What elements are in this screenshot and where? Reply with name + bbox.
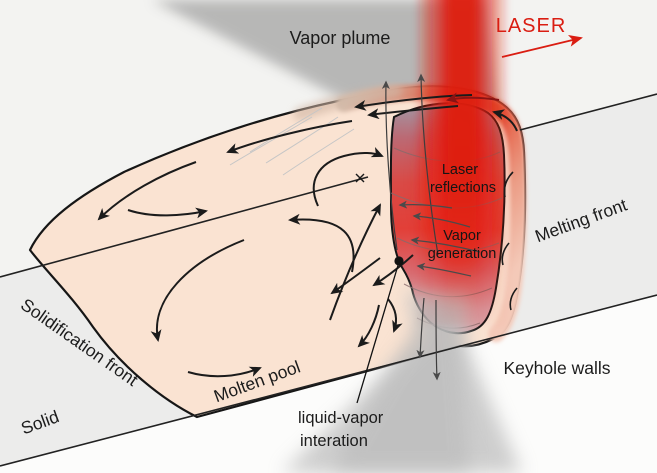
vapor-arrow xyxy=(381,80,398,251)
vortex-marker xyxy=(355,173,365,183)
label-vapor-generation-line1: Vapor xyxy=(443,228,481,244)
vapor-arrow xyxy=(417,73,439,256)
flow-arrow xyxy=(127,207,208,219)
label-laser: LASER xyxy=(496,15,567,37)
callout-line xyxy=(356,261,400,404)
interaction-dot xyxy=(394,256,404,266)
label-vapor-plume: Vapor plume xyxy=(290,28,391,48)
flow-arrow xyxy=(372,254,414,287)
vapor-generation-arrow xyxy=(412,212,471,228)
vapor-plume-bottom-core xyxy=(330,300,470,473)
label-laser-reflections-line2: reflections xyxy=(430,180,496,196)
flow-arrow xyxy=(387,298,403,333)
rim-tick xyxy=(503,171,514,198)
rim-flow-arrow xyxy=(367,105,459,120)
label-keyhole-walls: Keyhole walls xyxy=(504,358,611,378)
label-vapor-generation-line2: generation xyxy=(428,246,497,262)
vapor-arrow xyxy=(432,299,441,381)
vapor-generation-arrows xyxy=(398,200,481,277)
surface-line-left xyxy=(0,176,369,278)
pool-streamlines xyxy=(229,107,355,176)
flow-arrow xyxy=(330,257,381,295)
pool-streamline xyxy=(249,107,323,153)
vapor-arrows xyxy=(381,73,441,381)
laser-beam xyxy=(414,0,510,327)
vapor-generation-arrow xyxy=(416,262,472,277)
flow-arrow xyxy=(357,304,380,348)
flow-arrow xyxy=(329,203,381,321)
label-laser-reflections-line1: Laser xyxy=(442,162,478,178)
rim-left-shadow xyxy=(293,84,403,121)
label-liquid-vapor-line1: liquid-vapor xyxy=(298,409,384,427)
flow-arrow xyxy=(312,147,384,207)
rim-flow-arrow xyxy=(354,94,473,111)
rim-tick xyxy=(501,242,510,266)
label-liquid-vapor-line2: interation xyxy=(300,432,368,450)
surface-line-right xyxy=(519,93,657,131)
vapor-generation-arrow xyxy=(398,200,453,209)
rim-flow-arrow-red xyxy=(446,92,500,104)
flow-arrow xyxy=(226,120,353,154)
pool-streamline xyxy=(265,116,339,164)
vapor-arrow xyxy=(416,297,425,359)
rim-tick xyxy=(509,287,518,311)
pool-streamline xyxy=(282,128,355,176)
rim-flow-arrow xyxy=(492,109,518,132)
pool-streamline xyxy=(229,116,313,166)
flow-arrow xyxy=(97,161,197,221)
bottom-edge-line xyxy=(0,294,657,467)
flow-arrow xyxy=(187,366,262,378)
pool-flow-arrows xyxy=(97,94,518,378)
vapor-generation-arrow xyxy=(410,236,481,253)
rim-tick-marks xyxy=(501,171,518,311)
flow-arrow xyxy=(150,239,245,342)
laser-direction-arrow xyxy=(501,34,583,58)
